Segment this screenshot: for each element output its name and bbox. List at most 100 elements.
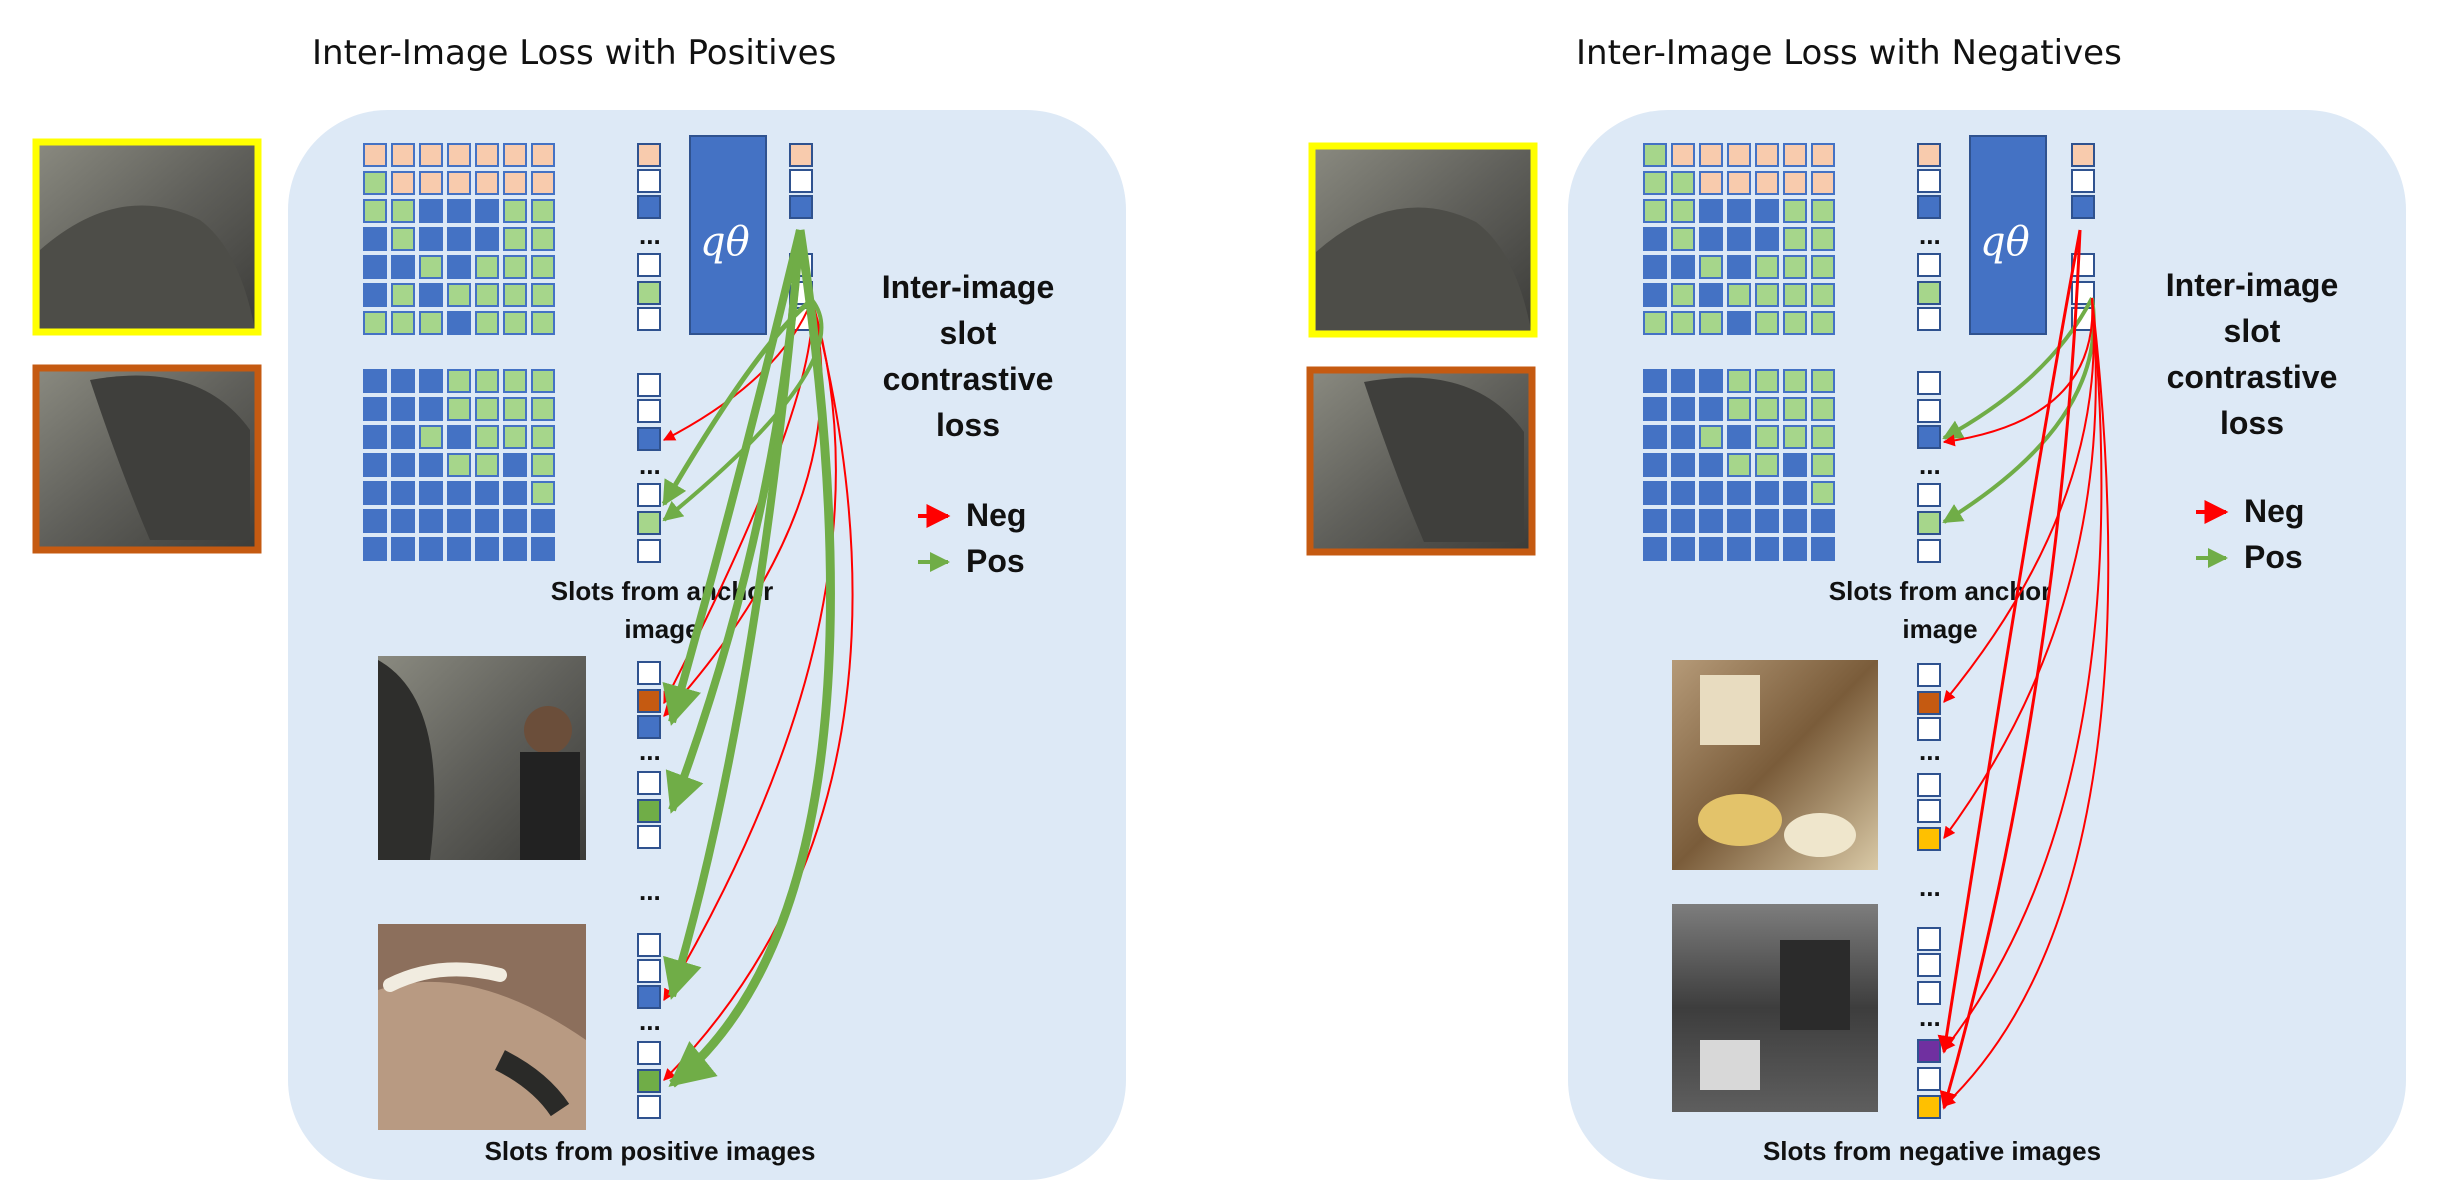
grid-slot (475, 171, 499, 195)
q-theta-label: qθ (1980, 219, 2030, 265)
grid-slot (1671, 537, 1695, 561)
slot (1917, 253, 1941, 277)
slot (637, 1041, 661, 1065)
grid-slot (1643, 509, 1667, 533)
slot (1917, 1039, 1941, 1063)
loss-label-line1: Inter-image (882, 269, 1054, 305)
slot (1917, 195, 1941, 219)
pos-arrow (662, 298, 824, 522)
grid-slot (1643, 227, 1667, 251)
grid-slot (531, 481, 555, 505)
slot (1917, 483, 1941, 507)
grid-slot (503, 481, 527, 505)
grid-slot (1783, 171, 1807, 195)
slot (637, 539, 661, 563)
anchor-caption-line2: image (624, 614, 699, 644)
pos-arrow (1942, 297, 2094, 440)
grid-slot (1811, 143, 1835, 167)
grid-slot (1755, 311, 1779, 335)
grid-slot (1727, 255, 1751, 279)
grid-slot (531, 509, 555, 533)
grid-slot (1811, 255, 1835, 279)
bottom-caption: Slots from negative images (1763, 1136, 2101, 1166)
loss-label-line3: contrastive (2167, 359, 2338, 395)
grid-slot (1671, 311, 1695, 335)
grid-slot (391, 283, 415, 307)
slot-ellipsis: ... (1919, 220, 1941, 250)
grid-slot (531, 369, 555, 393)
grid-slot (1783, 537, 1807, 561)
grid-slot (1643, 255, 1667, 279)
slot (637, 799, 661, 823)
grid-slot (1699, 255, 1723, 279)
slot-ellipsis: ... (639, 876, 661, 906)
slot (1917, 425, 1941, 449)
neg-arrow (1943, 297, 2110, 1107)
panel-title: Inter-Image Loss with Negatives (1576, 33, 2122, 73)
grid-slot (475, 453, 499, 477)
grid-slot (503, 453, 527, 477)
slot (1917, 927, 1941, 951)
slot (789, 143, 813, 167)
grid-slot (531, 453, 555, 477)
grid-slot (363, 453, 387, 477)
pos-arrow (661, 298, 814, 507)
contrastive-arrows (661, 229, 854, 1088)
grid-slot (1699, 397, 1723, 421)
grid-slot (1755, 255, 1779, 279)
slot (1917, 691, 1941, 715)
grid-slot (475, 537, 499, 561)
bottom-caption: Slots from positive images (485, 1136, 816, 1166)
slot (637, 825, 661, 849)
slot (637, 253, 661, 277)
slot (637, 1095, 661, 1119)
grid-slot (1699, 369, 1723, 393)
grid-slot (1755, 283, 1779, 307)
grid-slot (475, 397, 499, 421)
anchor-slot-grid-bottom (363, 369, 555, 561)
grid-slot (1727, 425, 1751, 449)
slot (637, 143, 661, 167)
panel-negatives: Inter-Image Loss with Negatives qθ .....… (1306, 33, 2406, 1180)
grid-slot (1783, 311, 1807, 335)
slot (1917, 539, 1941, 563)
grid-slot (1671, 425, 1695, 449)
slot (1917, 281, 1941, 305)
grid-slot (391, 509, 415, 533)
grid-slot (1727, 283, 1751, 307)
grid-slot (475, 283, 499, 307)
slot (1917, 371, 1941, 395)
grid-slot (1811, 509, 1835, 533)
grid-slot (363, 509, 387, 533)
grid-slot (363, 311, 387, 335)
neg-arrow (1942, 297, 2094, 447)
grid-slot (1643, 537, 1667, 561)
slot (637, 281, 661, 305)
negative-image-kitchen (1672, 660, 1878, 870)
slot (1917, 953, 1941, 977)
slot (1917, 169, 1941, 193)
grid-slot (391, 369, 415, 393)
grid-slot (1755, 537, 1779, 561)
grid-slot (1783, 397, 1807, 421)
slot (637, 169, 661, 193)
grid-slot (503, 171, 527, 195)
grid-slot (1643, 453, 1667, 477)
slot (2071, 143, 2095, 167)
anchor-slot-grid-top (1643, 143, 1835, 335)
grid-slot (1671, 509, 1695, 533)
grid-slot (531, 397, 555, 421)
grid-slot (1811, 171, 1835, 195)
slot-ellipsis: ... (639, 1006, 661, 1036)
grid-slot (1699, 283, 1723, 307)
slot (637, 715, 661, 739)
anchor-view-brown-image (32, 364, 262, 554)
slot (637, 689, 661, 713)
slot-ellipsis: ... (1919, 872, 1941, 902)
grid-slot (1671, 453, 1695, 477)
q-theta-block (1969, 135, 2047, 335)
grid-slot (1643, 481, 1667, 505)
slot (637, 985, 661, 1009)
grid-slot (391, 453, 415, 477)
